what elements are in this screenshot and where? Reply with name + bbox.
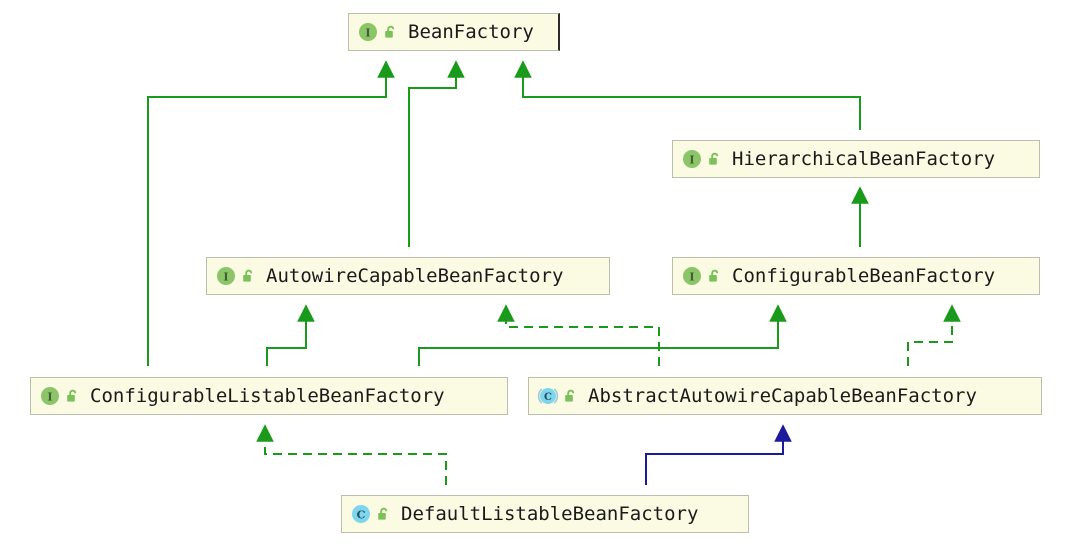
uml-edge-AbstractAutowireCapableBeanFactory-to-AutowireCapableBeanFactory — [497, 304, 660, 366]
uml-node-label: DefaultListableBeanFactory — [401, 502, 699, 525]
uml-edge-AbstractAutowireCapableBeanFactory-to-ConfigurableBeanFactory — [907, 304, 961, 366]
uml-node-AutowireCapableBeanFactory[interactable]: I AutowireCapableBeanFactory — [206, 257, 610, 295]
interface-icon: I — [357, 21, 379, 43]
svg-text:I: I — [47, 391, 52, 404]
uml-node-label: BeanFactory — [408, 20, 534, 43]
uml-node-AbstractAutowireCapableBeanFactory[interactable]: C AbstractAutowireCapableBeanFactory — [528, 377, 1042, 415]
unlocked-icon — [240, 268, 256, 284]
abstract-class-icon: C — [537, 385, 559, 407]
unlocked-icon — [382, 24, 398, 40]
uml-edge-DefaultListableBeanFactory-to-AbstractAutowireCapableBeanFactory — [645, 424, 792, 485]
interface-icon: I — [681, 265, 703, 287]
unlocked-icon — [562, 388, 578, 404]
svg-text:I: I — [689, 154, 694, 167]
svg-text:I: I — [223, 271, 228, 284]
unlocked-icon — [706, 151, 722, 167]
uml-edge-ConfigurableListableBeanFactory-to-AutowireCapableBeanFactory — [266, 304, 315, 366]
unlocked-icon — [706, 268, 722, 284]
uml-node-label: AbstractAutowireCapableBeanFactory — [588, 384, 977, 407]
uml-edge-ConfigurableListableBeanFactory-to-BeanFactory — [147, 60, 395, 366]
svg-text:C: C — [544, 392, 552, 403]
uml-node-BeanFactory[interactable]: I BeanFactory — [348, 13, 560, 51]
uml-node-HierarchicalBeanFactory[interactable]: I HierarchicalBeanFactory — [672, 140, 1040, 178]
interface-icon: I — [39, 385, 61, 407]
uml-node-label: ConfigurableListableBeanFactory — [90, 384, 445, 407]
uml-edge-AutowireCapableBeanFactory-to-BeanFactory — [408, 60, 465, 247]
uml-node-ConfigurableListableBeanFactory[interactable]: I ConfigurableListableBeanFactory — [30, 377, 508, 415]
svg-text:C: C — [357, 509, 366, 522]
class-icon: C — [350, 503, 372, 525]
unlocked-icon — [375, 506, 391, 522]
svg-text:I: I — [365, 27, 370, 40]
uml-node-ConfigurableBeanFactory[interactable]: I ConfigurableBeanFactory — [672, 257, 1040, 295]
uml-node-DefaultListableBeanFactory[interactable]: C DefaultListableBeanFactory — [341, 495, 749, 533]
uml-edge-HierarchicalBeanFactory-to-BeanFactory — [514, 60, 861, 130]
unlocked-icon — [64, 388, 80, 404]
uml-edge-ConfigurableListableBeanFactory-to-ConfigurableBeanFactory — [418, 304, 787, 366]
interface-icon: I — [681, 148, 703, 170]
uml-edge-DefaultListableBeanFactory-to-ConfigurableListableBeanFactory — [256, 424, 447, 485]
svg-text:I: I — [689, 271, 694, 284]
interface-icon: I — [215, 265, 237, 287]
uml-node-label: ConfigurableBeanFactory — [732, 264, 996, 287]
uml-edge-ConfigurableBeanFactory-to-HierarchicalBeanFactory — [851, 186, 869, 247]
uml-node-label: HierarchicalBeanFactory — [732, 147, 996, 170]
uml-node-label: AutowireCapableBeanFactory — [266, 264, 564, 287]
